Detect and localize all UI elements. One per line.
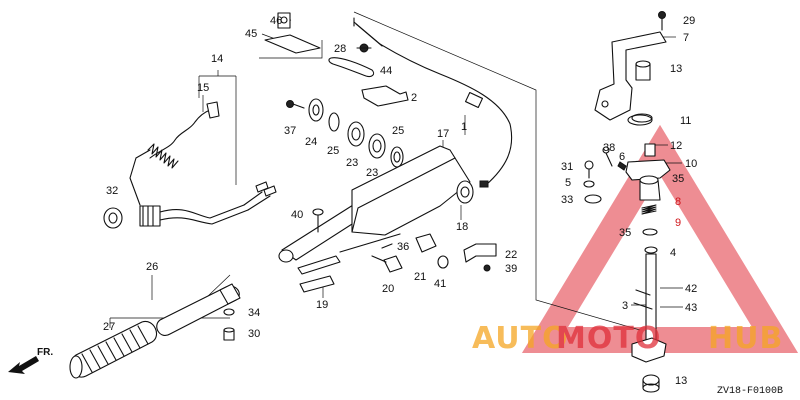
part-label-35-b: 35 (619, 227, 631, 239)
front-direction-arrow-icon (8, 356, 39, 374)
part-label-13-a: 13 (670, 63, 682, 75)
part-number-labels: 46 45 28 44 2 14 15 1 37 24 25 25 23 23 … (103, 15, 697, 387)
part-label-2: 2 (411, 92, 417, 104)
part-label-35-a: 35 (672, 173, 684, 185)
part-label-7: 7 (683, 32, 689, 44)
part-label-18: 18 (456, 221, 468, 233)
part-label-24: 24 (305, 136, 317, 148)
part-label-22: 22 (505, 249, 517, 261)
part-label-33: 33 (561, 194, 573, 206)
lever-fixing-parts (339, 233, 497, 273)
steering-handle-part (278, 145, 474, 293)
part-label-23-a: 23 (346, 157, 358, 169)
part-label-12: 12 (670, 140, 682, 152)
watermark-text-moto: MOTO (556, 321, 661, 356)
bolt-40-part (312, 208, 324, 233)
part-label-5: 5 (565, 177, 571, 189)
part-label-46: 46 (270, 15, 282, 27)
part-label-13-b: 13 (675, 375, 687, 387)
front-direction-label: FR. (37, 347, 53, 358)
part-label-36-a: 36 (397, 241, 409, 253)
linkage-parts (328, 43, 409, 107)
part-label-10: 10 (685, 158, 697, 170)
part-label-42: 42 (685, 283, 697, 295)
part-label-31: 31 (561, 161, 573, 173)
diagram-code: ZV18-F0100B (717, 386, 783, 397)
part-label-8: 8 (675, 196, 681, 208)
part-label-14: 14 (211, 53, 223, 65)
part-label-29: 29 (683, 15, 695, 27)
part-label-25-b: 25 (392, 125, 404, 137)
part-label-38: 38 (603, 142, 615, 154)
part-label-3: 3 (622, 300, 628, 312)
friction-washer-parts (286, 98, 404, 168)
part-label-32: 32 (106, 185, 118, 197)
throttle-cable-part (353, 17, 513, 188)
wire-harness-part (103, 101, 277, 229)
part-label-4: 4 (670, 247, 676, 259)
part-label-1: 1 (461, 121, 467, 133)
part-label-45: 45 (245, 28, 257, 40)
part-label-17: 17 (437, 128, 449, 140)
part-label-23-b: 23 (366, 167, 378, 179)
part-label-19: 19 (316, 299, 328, 311)
part-label-39: 39 (505, 263, 517, 275)
part-label-27: 27 (103, 321, 115, 333)
part-label-37: 37 (284, 125, 296, 137)
grip-part (69, 283, 241, 379)
part-label-43: 43 (685, 302, 697, 314)
watermark-triangle-icon (521, 124, 799, 353)
throttle-bracket-part (594, 11, 667, 126)
part-label-9: 9 (675, 217, 681, 229)
throttle-shaft-part (583, 143, 671, 393)
part-label-28: 28 (334, 43, 346, 55)
part-label-40: 40 (291, 209, 303, 221)
part-label-26: 26 (146, 261, 158, 273)
clip-plate-part (264, 12, 321, 54)
part-label-20: 20 (382, 283, 394, 295)
part-label-15: 15 (197, 82, 209, 94)
watermark-text-auto: AUTO (472, 321, 569, 356)
watermark-text-hub: HUB (708, 321, 783, 356)
part-label-30: 30 (248, 328, 260, 340)
part-label-11: 11 (680, 115, 691, 127)
part-label-41: 41 (434, 278, 446, 290)
part-label-25-a: 25 (327, 145, 339, 157)
watermark-logo: AUTO MOTO HUB (472, 321, 783, 356)
part-label-21: 21 (414, 271, 426, 283)
part-label-44: 44 (380, 65, 392, 77)
screw-collar-parts (223, 308, 235, 341)
part-label-34: 34 (248, 307, 260, 319)
part-label-6: 6 (619, 151, 625, 163)
